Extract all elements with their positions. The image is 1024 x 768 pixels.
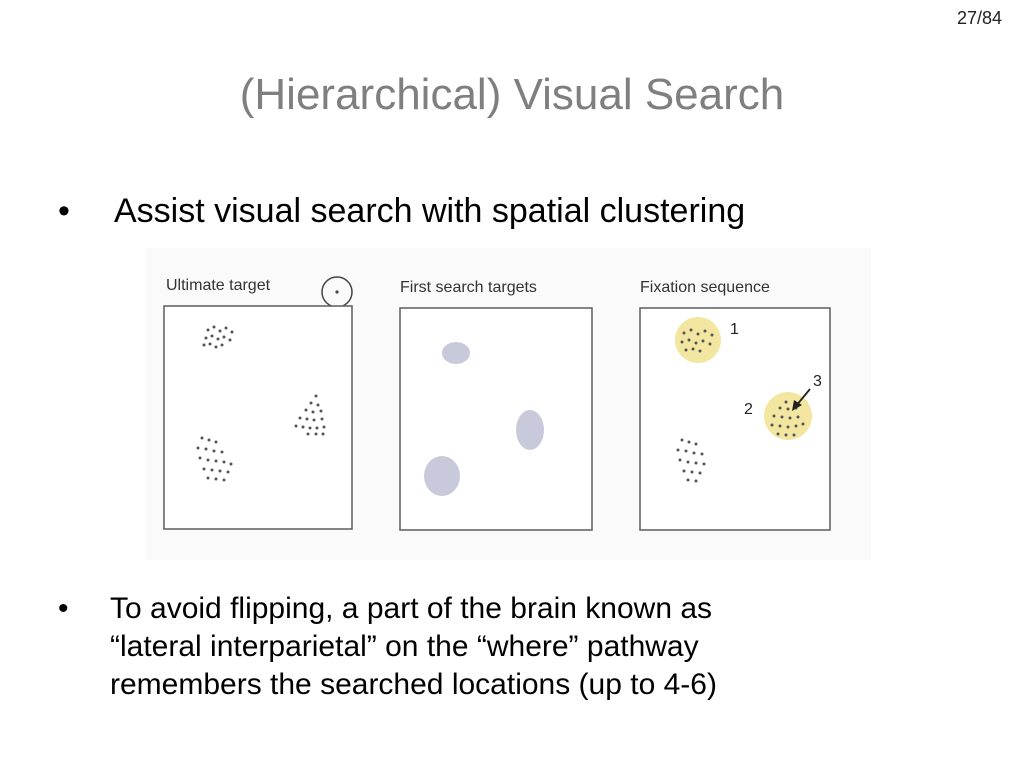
fixation-number-2: 2 bbox=[744, 401, 753, 418]
bullet-marker: • bbox=[58, 192, 70, 230]
bullet-item-1: • Assist visual search with spatial clus… bbox=[58, 192, 745, 231]
blurred-cluster-blobs bbox=[424, 342, 544, 496]
panel-frame-2 bbox=[399, 307, 593, 531]
bullet-text: Assist visual search with spatial cluste… bbox=[114, 192, 746, 230]
target-dot-icon bbox=[335, 290, 339, 294]
fixation-arrow-head-icon bbox=[792, 400, 802, 411]
bullet-text: To avoid flipping, a part of the brain k… bbox=[110, 592, 717, 701]
fixation-number-1: 1 bbox=[730, 321, 739, 338]
fixation-dots-1 bbox=[680, 328, 714, 353]
dot-cluster-3 bbox=[196, 436, 233, 482]
panel-label-first-search-targets: First search targets bbox=[400, 279, 537, 296]
panel-label-ultimate-target: Ultimate target bbox=[166, 277, 271, 294]
dot-cluster-1 bbox=[202, 325, 234, 349]
visual-search-figure: Ultimate target First search targets Fix… bbox=[146, 248, 871, 560]
fixation-number-3: 3 bbox=[813, 373, 822, 390]
fixation-dots-3 bbox=[676, 438, 706, 483]
panel-label-fixation-sequence: Fixation sequence bbox=[640, 279, 770, 296]
fixation-highlight-2 bbox=[764, 392, 812, 440]
fixation-dots-2 bbox=[770, 400, 805, 437]
bullet-marker: • bbox=[58, 592, 69, 625]
page-number: 27/84 bbox=[956, 8, 1002, 28]
panel-frame-1 bbox=[163, 305, 353, 530]
dot-cluster-2 bbox=[294, 394, 326, 436]
fixation-highlight-1 bbox=[675, 317, 721, 363]
slide-title: (Hierarchical) Visual Search bbox=[239, 70, 785, 119]
bullet-item-2: • To avoid flipping, a part of the brain… bbox=[58, 590, 958, 704]
